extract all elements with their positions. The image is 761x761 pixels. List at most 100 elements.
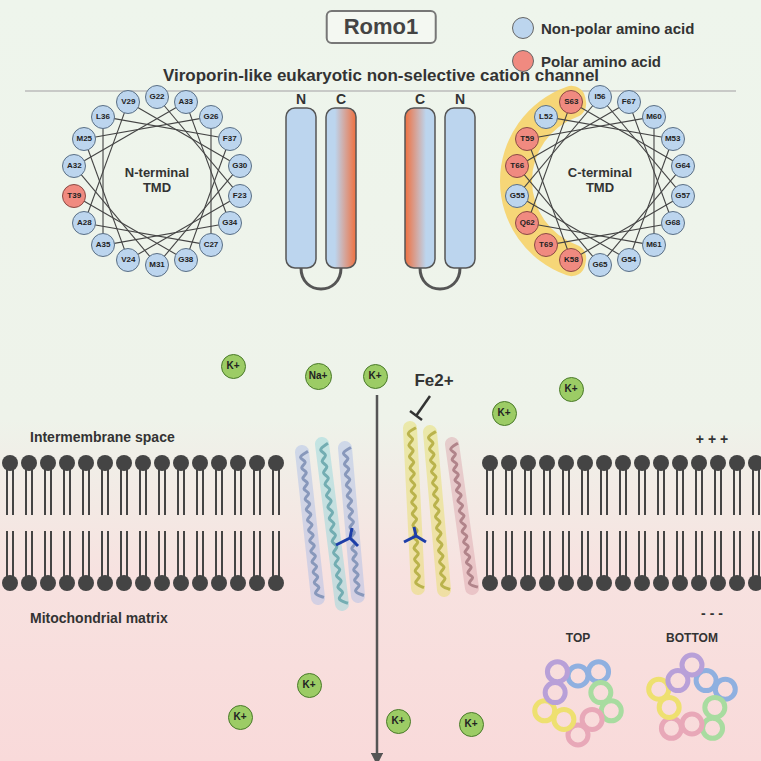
- residue-circle: G55: [505, 184, 529, 208]
- lipid-tail: [682, 469, 684, 515]
- lipid-tail: [505, 531, 507, 577]
- lipid-tail: [145, 469, 147, 515]
- ion-label: K+: [391, 716, 404, 726]
- lipid-tail: [120, 531, 122, 577]
- lipid-tail: [177, 469, 179, 515]
- polar-face-highlight: [500, 86, 586, 276]
- residue-label: F23: [233, 192, 247, 200]
- residue-label: F37: [223, 135, 237, 143]
- lipid-head: [501, 455, 517, 471]
- residue-label: A33: [178, 98, 193, 106]
- lipid-head: [539, 455, 555, 471]
- lipid-head: [249, 575, 265, 591]
- residue-label: M31: [149, 261, 165, 269]
- lipid-tail: [511, 469, 513, 515]
- lipid-tail: [101, 469, 103, 515]
- charge-label: - - -: [701, 605, 723, 621]
- residue-circle: I56: [588, 85, 612, 109]
- residue-label: G34: [222, 219, 237, 227]
- inhibition-bar: [410, 411, 422, 420]
- lipid-tail: [549, 469, 551, 515]
- lipid-bilayer: [2, 455, 761, 591]
- residue-circle: M31: [145, 253, 169, 277]
- lipid-tail: [625, 531, 627, 577]
- lipid-head: [59, 575, 75, 591]
- residue-circle: L36: [91, 105, 115, 129]
- residue-label: L52: [539, 113, 553, 121]
- wheel-line: [102, 117, 103, 246]
- lipid-tail: [126, 531, 128, 577]
- helix-end-view: [661, 718, 681, 738]
- lipid-tail: [549, 531, 551, 577]
- lipid-head: [615, 455, 631, 471]
- lipid-head: [634, 455, 650, 471]
- lipid-tail: [581, 531, 583, 577]
- residue-label: M53: [665, 135, 681, 143]
- lipid-tail: [606, 469, 608, 515]
- wheel-line: [186, 139, 230, 260]
- residue-label: T69: [539, 241, 553, 249]
- lipid-head: [116, 575, 132, 591]
- residue-circle: G64: [671, 154, 695, 178]
- ion-circle: K+: [492, 401, 517, 426]
- terminus-label: C: [336, 91, 346, 107]
- lipid-tail: [739, 469, 741, 515]
- lipid-tail: [657, 469, 659, 515]
- lipid-tail: [12, 469, 14, 515]
- lipid-tail: [752, 531, 754, 577]
- lipid-tail: [240, 469, 242, 515]
- lipid-tail: [657, 531, 659, 577]
- lipid-head: [173, 575, 189, 591]
- lipid-tail: [259, 469, 261, 515]
- lipid-tail: [720, 469, 722, 515]
- residue-circle: G26: [199, 105, 223, 129]
- lipid-head: [596, 575, 612, 591]
- residue-label: G26: [203, 113, 218, 121]
- lipid-head: [691, 455, 707, 471]
- lipid-tail: [587, 469, 589, 515]
- compartment-label: Mitochondrial matrix: [30, 610, 168, 626]
- protein-ribbon-left: [301, 443, 364, 604]
- title-box: Romo1: [326, 10, 437, 44]
- lipid-head: [59, 455, 75, 471]
- lipid-tail: [714, 531, 716, 577]
- loop: [420, 268, 460, 289]
- lipid-tail: [120, 469, 122, 515]
- terminus-label: N: [296, 91, 306, 107]
- ion-label: K+: [497, 408, 510, 418]
- lipid-head: [116, 455, 132, 471]
- lipid-tail: [524, 531, 526, 577]
- lipid-head: [154, 575, 170, 591]
- lipid-head: [268, 575, 284, 591]
- lipid-head: [78, 575, 94, 591]
- lipid-tail: [6, 531, 8, 577]
- lipid-head: [691, 575, 707, 591]
- lipid-tail: [25, 469, 27, 515]
- lipid-tail: [50, 531, 52, 577]
- lipid-tail: [139, 531, 141, 577]
- residue-label: G54: [621, 256, 636, 264]
- lipid-head: [672, 455, 688, 471]
- lipid-tail: [107, 531, 109, 577]
- ion-label: K+: [564, 384, 577, 394]
- inhibition-line: [416, 396, 430, 416]
- lipid-tail: [31, 531, 33, 577]
- lipid-tail: [530, 531, 532, 577]
- residue-circle: T39: [62, 184, 86, 208]
- ion-label: K+: [226, 361, 239, 371]
- legend-text: Non-polar amino acid: [541, 20, 694, 37]
- helix-bar: [326, 108, 356, 268]
- lipid-tail: [701, 469, 703, 515]
- lipid-tail: [31, 469, 33, 515]
- residue-label: V24: [121, 256, 135, 264]
- lipid-tail: [44, 531, 46, 577]
- residue-label: F67: [622, 98, 636, 106]
- lipid-tail: [739, 531, 741, 577]
- lipid-tail: [183, 469, 185, 515]
- lipid-tail: [158, 531, 160, 577]
- lipid-tail: [88, 469, 90, 515]
- lipid-tail: [600, 531, 602, 577]
- residue-circle: M60: [642, 105, 666, 129]
- lipid-tail: [145, 531, 147, 577]
- lipid-tail: [139, 469, 141, 515]
